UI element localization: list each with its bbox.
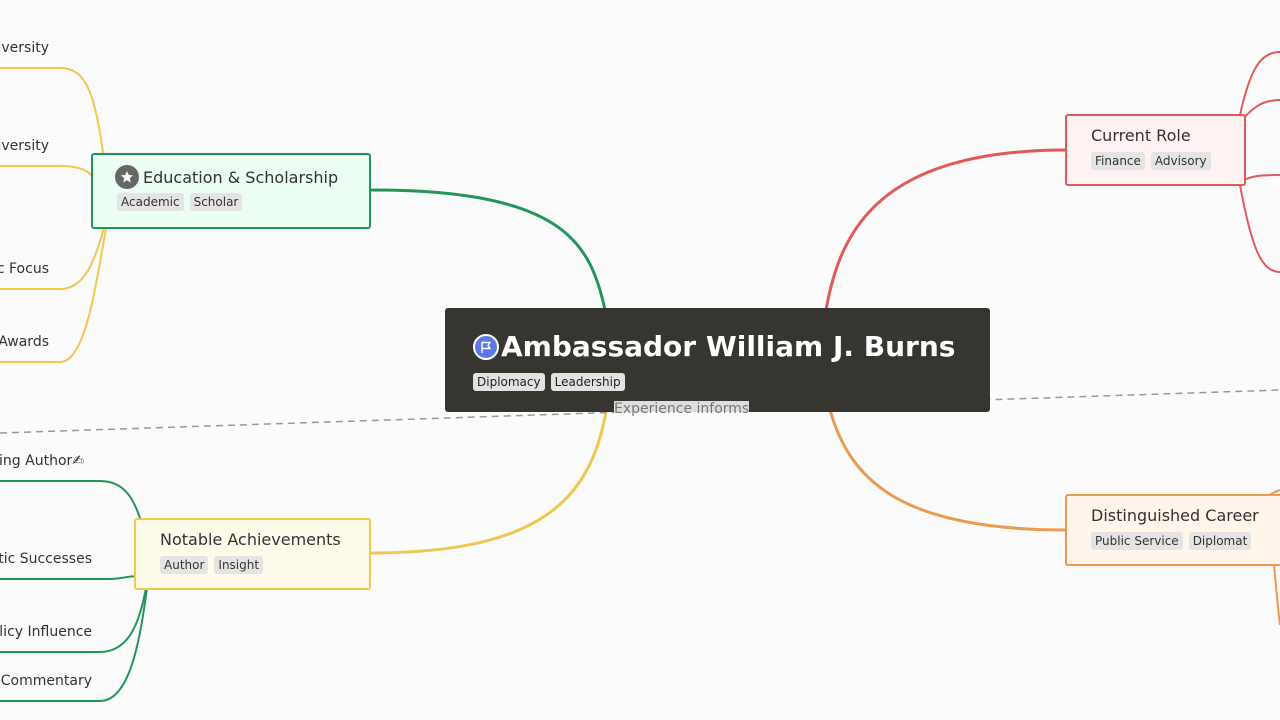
flag-icon xyxy=(473,333,499,360)
topic-title: Notable Achievements xyxy=(160,530,341,549)
relationship-label[interactable]: Experience informs xyxy=(614,401,750,417)
topic-title: Education & Scholarship xyxy=(143,167,339,187)
subtopic-achievement-2[interactable]: tic Successes xyxy=(0,551,92,567)
subtopic-achievement-4[interactable]: Commentary xyxy=(0,673,92,689)
tag[interactable]: Author xyxy=(160,556,209,574)
topic-current-role[interactable]: Current Role Finance Advisory xyxy=(1065,114,1246,186)
central-tags: Diplomacy Leadership xyxy=(473,373,962,391)
central-topic-title: Ambassador William J. Burns xyxy=(501,330,956,363)
subtopic-education-4[interactable]: Awards xyxy=(0,334,49,350)
subtopic-education-3[interactable]: c Focus xyxy=(0,261,49,277)
tag[interactable]: Diplomacy xyxy=(473,373,545,391)
topic-title: Current Role xyxy=(1091,126,1191,145)
subtopic-achievement-1[interactable]: ing Author✍ xyxy=(0,453,84,469)
star-icon xyxy=(115,165,139,189)
tag[interactable]: Diplomat xyxy=(1188,532,1252,550)
tag[interactable]: Public Service xyxy=(1091,532,1183,550)
link-career xyxy=(828,409,1067,532)
tag[interactable]: Scholar xyxy=(189,193,243,211)
topic-education[interactable]: Education & Scholarship Academic Scholar xyxy=(91,153,371,229)
subtopic-education-1[interactable]: iversity xyxy=(0,40,49,56)
topic-achievements[interactable]: Notable Achievements Author Insight xyxy=(134,518,371,590)
subtopic-education-2[interactable]: iversity xyxy=(0,138,49,154)
link-education xyxy=(369,188,607,311)
tag[interactable]: Leadership xyxy=(550,373,625,391)
topic-title: Distinguished Career xyxy=(1091,506,1259,525)
subtopic-achievement-3[interactable]: licy Influence xyxy=(0,624,92,640)
topic-career[interactable]: Distinguished Career Public Service Dipl… xyxy=(1065,494,1280,566)
tag[interactable]: Insight xyxy=(214,556,264,574)
tag[interactable]: Advisory xyxy=(1150,152,1211,170)
link-current-role xyxy=(824,148,1067,311)
link-achievements xyxy=(369,411,608,555)
central-topic[interactable]: Ambassador William J. Burns Diplomacy Le… xyxy=(445,308,990,412)
tag[interactable]: Finance xyxy=(1091,152,1145,170)
tag[interactable]: Academic xyxy=(117,193,184,211)
